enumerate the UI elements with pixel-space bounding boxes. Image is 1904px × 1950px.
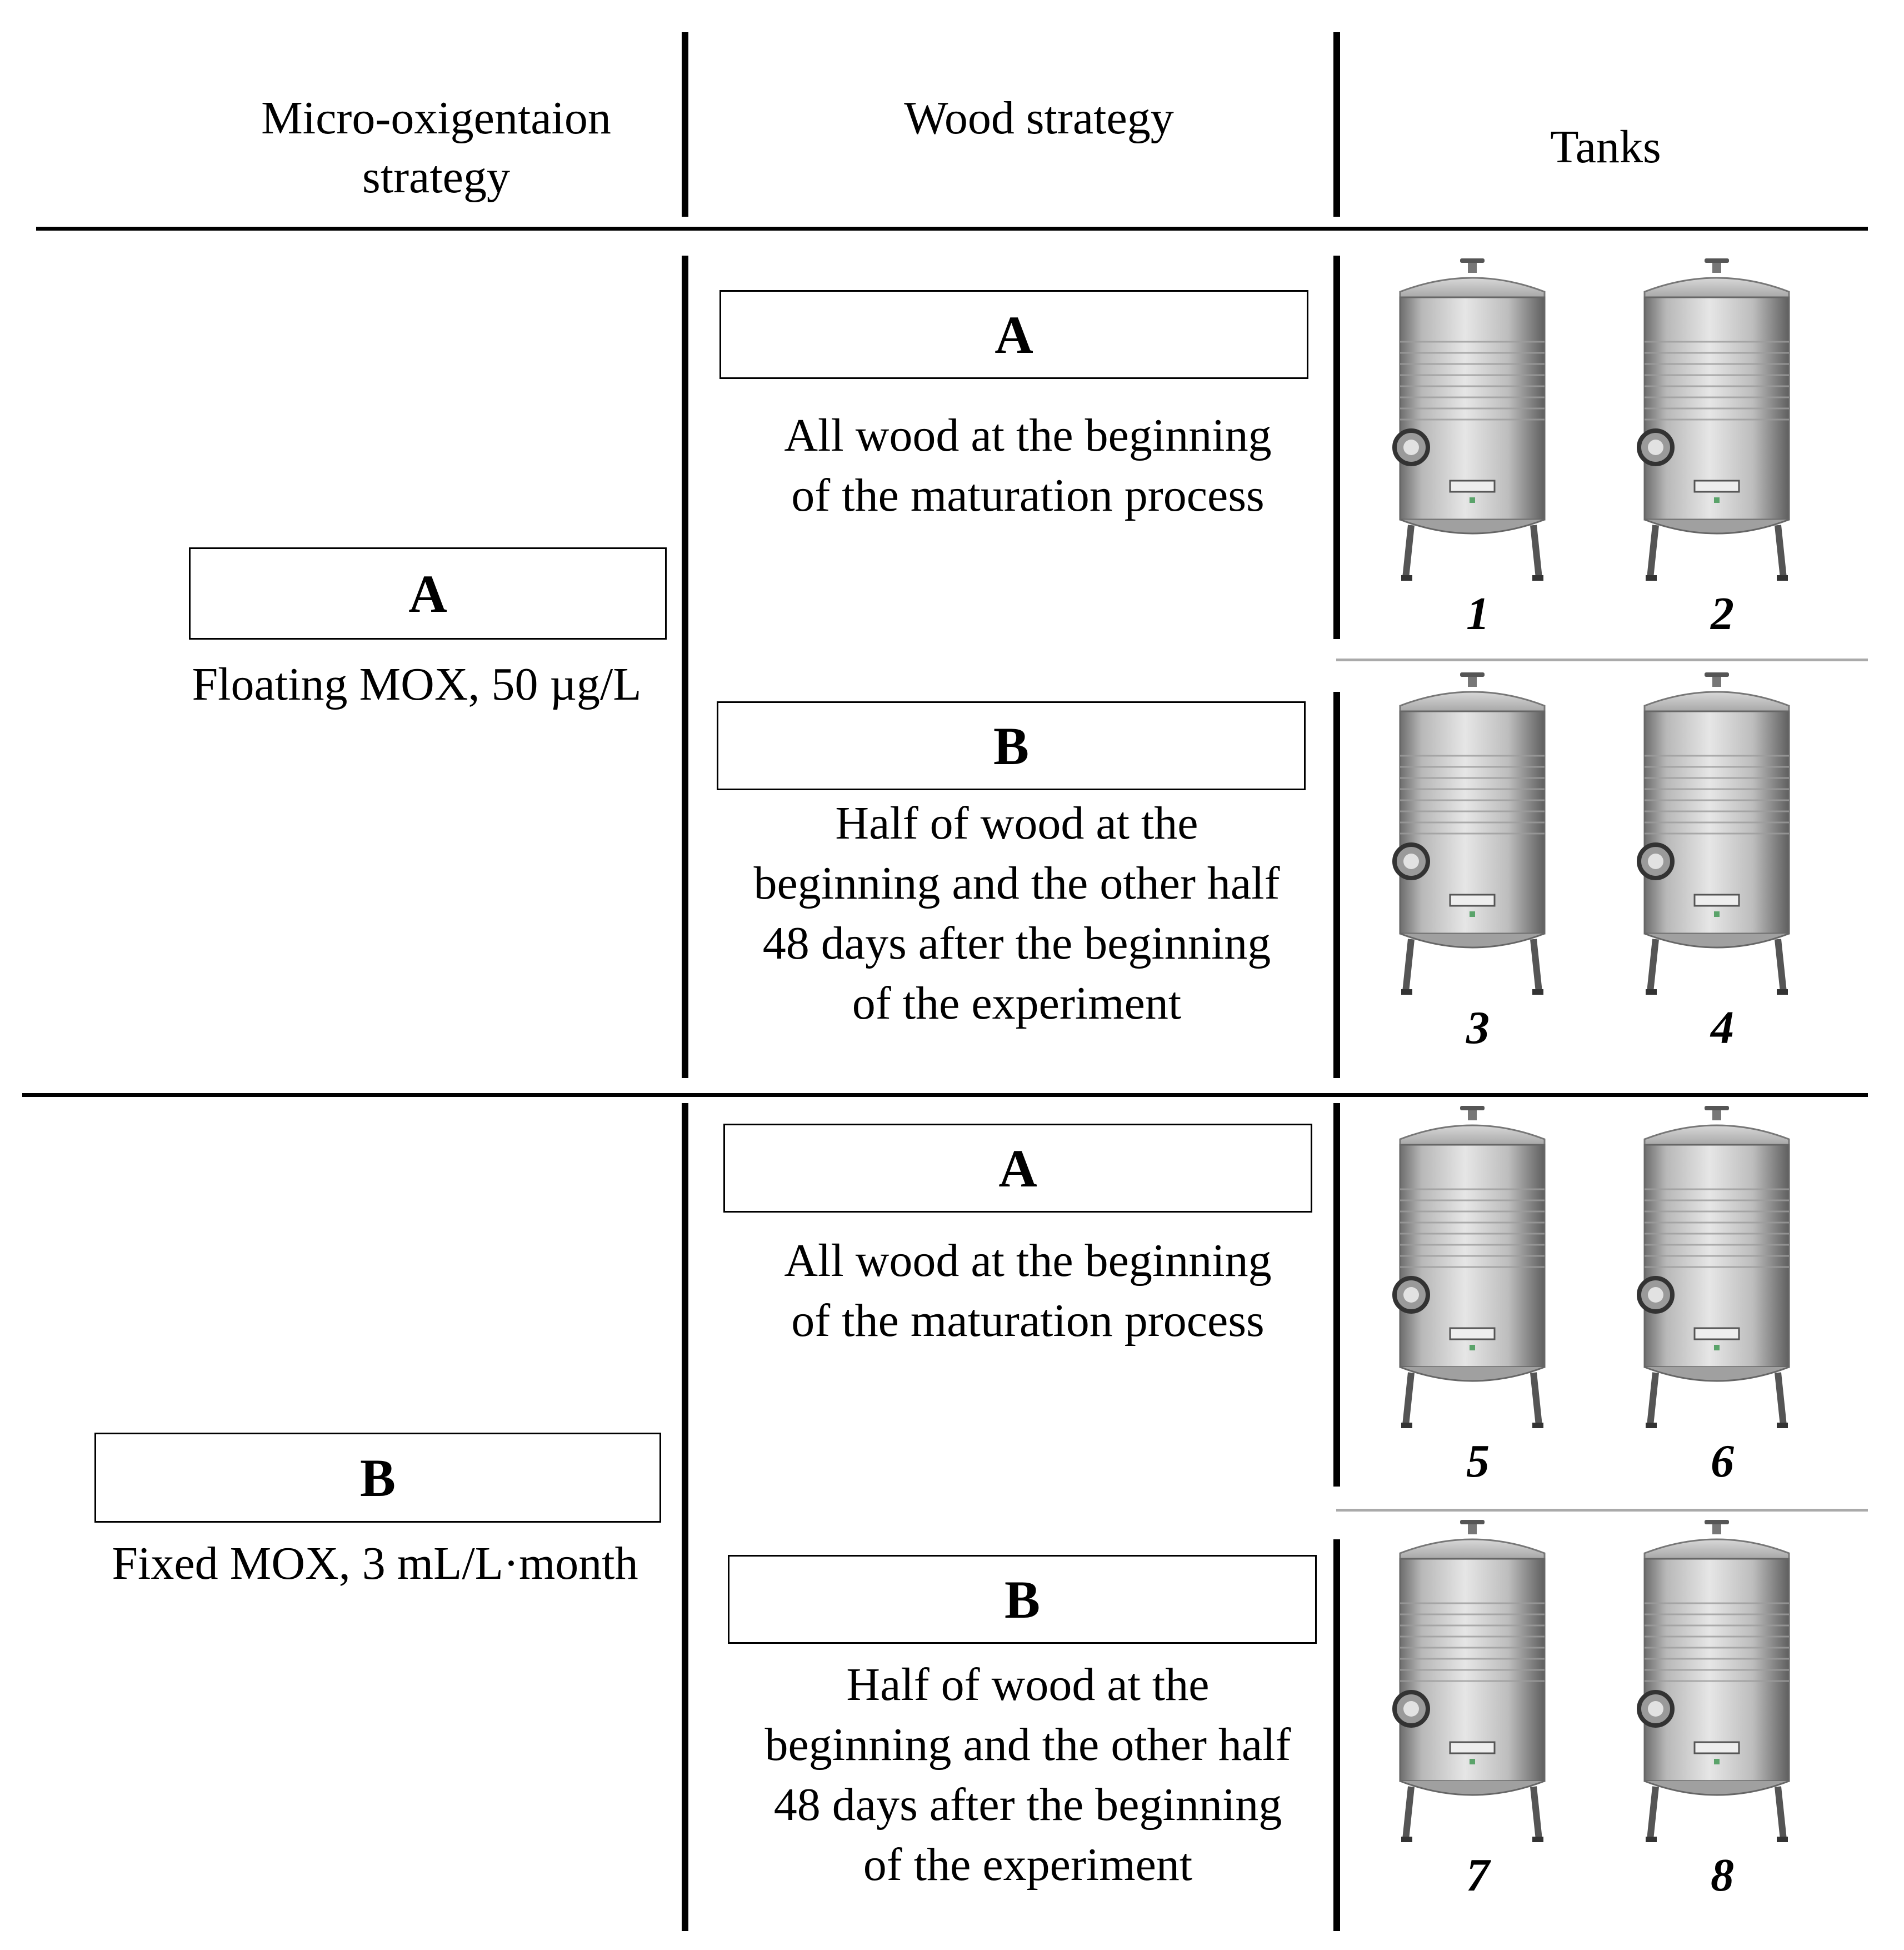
tank-number-4: 4 xyxy=(1711,1002,1734,1054)
mox-a-box: A xyxy=(189,547,667,640)
group-rule xyxy=(22,1093,1868,1097)
wood-b-box-1: B xyxy=(717,701,1306,790)
header-mox-line1: Micro-oxigentaion xyxy=(261,92,611,144)
stainless-steel-tank-icon xyxy=(1389,672,1556,1000)
wood-b-desc-2-line2: beginning and the other half xyxy=(764,1719,1291,1771)
wood-b-desc-1-line1: Half of wood at the xyxy=(835,797,1198,849)
tank-number-5: 5 xyxy=(1466,1435,1490,1487)
wood-a-desc-1-line1: All wood at the beginning xyxy=(784,410,1272,461)
header-tanks: Tanks xyxy=(1550,121,1661,173)
tank-number-6: 6 xyxy=(1711,1435,1734,1487)
wood-a-desc-2-line1: All wood at the beginning xyxy=(784,1235,1272,1286)
header-mox-line2: strategy xyxy=(362,151,510,203)
mox-b-box: B xyxy=(94,1433,661,1523)
stainless-steel-tank-icon xyxy=(1633,672,1800,1000)
stainless-steel-tank-icon xyxy=(1633,1520,1800,1848)
wood-a-desc-2: All wood at the beginning of the maturat… xyxy=(722,1231,1333,1351)
tank-number-3: 3 xyxy=(1466,1002,1490,1054)
tank-row-rule-2 xyxy=(1336,1509,1868,1512)
stainless-steel-tank-icon xyxy=(1389,1520,1556,1848)
column-divider-2b-bottom xyxy=(1333,1539,1340,1931)
column-divider-1b xyxy=(682,1103,688,1931)
wood-a-desc-2-line2: of the maturation process xyxy=(791,1295,1265,1346)
header-wood-strategy: Wood strategy xyxy=(904,92,1174,144)
stainless-steel-tank-icon xyxy=(1389,1106,1556,1434)
tank-number-1: 1 xyxy=(1466,588,1490,640)
wood-a-desc-1: All wood at the beginning of the maturat… xyxy=(722,406,1333,526)
mox-a-label: Floating MOX, 50 µg/L xyxy=(192,659,642,710)
tank-number-2: 2 xyxy=(1711,588,1734,640)
tank-number-7: 7 xyxy=(1466,1849,1490,1901)
header-divider-1 xyxy=(682,32,688,217)
wood-b-desc-2-line3: 48 days after the beginning xyxy=(773,1779,1282,1831)
wood-a-desc-1-line2: of the maturation process xyxy=(791,470,1265,521)
wood-b-desc-1-line2: beginning and the other half xyxy=(753,857,1280,909)
column-divider-2b-top xyxy=(1333,1103,1340,1487)
tank-number-8: 8 xyxy=(1711,1849,1734,1901)
wood-a-box-2: A xyxy=(723,1124,1312,1213)
header-divider-2 xyxy=(1333,32,1340,217)
stainless-steel-tank-icon xyxy=(1633,258,1800,586)
column-divider-2a-bottom xyxy=(1333,692,1340,1078)
stainless-steel-tank-icon xyxy=(1389,258,1556,586)
wood-b-desc-2: Half of wood at the beginning and the ot… xyxy=(717,1655,1339,1895)
header-rule xyxy=(36,227,1868,231)
header-mox-strategy: Micro-oxigentaion strategy xyxy=(161,89,711,207)
wood-b-desc-2-line1: Half of wood at the xyxy=(846,1659,1210,1710)
stainless-steel-tank-icon xyxy=(1633,1106,1800,1434)
wood-b-desc-2-line4: of the experiment xyxy=(863,1839,1193,1891)
mox-b-label: Fixed MOX, 3 mL/L·month xyxy=(112,1538,638,1589)
wood-b-box-2: B xyxy=(728,1555,1317,1644)
wood-a-box-1: A xyxy=(719,290,1308,379)
wood-b-desc-1-line4: of the experiment xyxy=(852,978,1182,1029)
column-divider-2a-top xyxy=(1333,256,1340,639)
tank-row-rule-1 xyxy=(1336,659,1868,661)
wood-b-desc-1: Half of wood at the beginning and the ot… xyxy=(706,794,1328,1034)
column-divider-1a xyxy=(682,256,688,1078)
wood-b-desc-1-line3: 48 days after the beginning xyxy=(762,917,1271,969)
